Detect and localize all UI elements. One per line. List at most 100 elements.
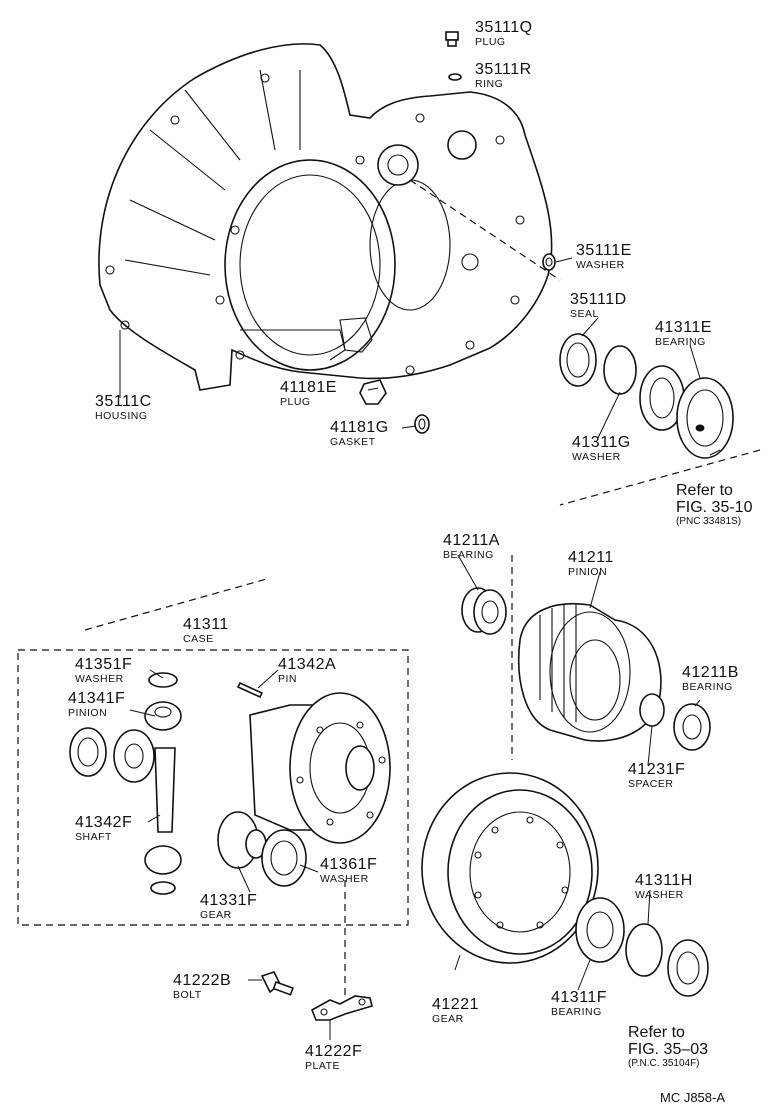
side-gear-washer-drawing [69,727,155,783]
part-number: 41342F [75,814,133,831]
part-name: BEARING [551,1006,602,1018]
part-name: WASHER [576,259,625,271]
part-name: BEARING [682,681,733,693]
lower-pinion-drawing [144,845,182,895]
part-number: 41361F [320,856,378,873]
bearing-41311E-drawing [639,365,734,459]
part-name: BEARING [443,549,494,561]
part-number: 41222B [173,972,232,989]
part-name: SPACER [628,778,674,790]
callout-41342F: 41342F SHAFT [75,815,132,843]
part-name: RING [475,78,504,90]
bearing-41211B-drawing [673,703,711,751]
bearing-41211A-drawing [461,587,507,635]
ring-35111R-drawing [448,73,462,81]
part-number: 35111D [570,291,627,308]
part-name: BEARING [655,336,706,348]
part-number: 41311F [551,989,608,1006]
bolt-41222B-drawing [260,971,294,996]
reference-note-fig-35-10: Refer to FIG. 35-10 (PNC 33481S) [676,482,753,527]
differential-case-drawing [249,692,391,844]
washer-41351F-drawing [148,672,178,688]
part-name: SEAL [570,308,599,320]
callout-41181E: 41181E PLUG [280,380,337,408]
callout-41311G: 41311G WASHER [572,435,631,463]
part-name: WASHER [320,873,369,885]
seal-35111D-drawing [559,333,597,387]
plate-41222F-drawing [310,995,373,1021]
figure-code: MC J858-A [660,1090,726,1105]
part-name: PLATE [305,1060,340,1072]
part-number: 41351F [75,656,133,673]
part-name: PINION [568,566,608,578]
callout-35111E: 35111E WASHER [576,243,632,271]
part-number: 41222F [305,1043,363,1060]
part-name: BOLT [173,989,202,1001]
callout-41341F: 41341F PINION [68,691,125,719]
part-name: PLUG [280,396,311,408]
part-number: 41211B [682,664,739,681]
part-name: PIN [278,673,298,685]
part-number: 41211A [443,532,500,549]
plug-35111Q-drawing [445,31,459,47]
pinion-41211-drawing [517,603,662,742]
part-name: PINION [68,707,108,719]
callout-41211A: 41211A BEARING [443,533,500,561]
plug-41181E-drawing [359,379,387,405]
washer-41311H-drawing [625,923,663,977]
callout-41311F: 41311F BEARING [551,990,607,1018]
callout-41181G: 41181G GASKET [330,420,389,448]
callout-41331F: 41331F GEAR [200,893,257,921]
part-number: 35111C [95,393,152,410]
part-number: 41311 [183,616,229,633]
part-number: 41311H [635,872,693,889]
gasket-41181G-drawing [414,414,430,434]
ring-gear-41221-drawing [421,772,599,964]
part-number: 41331F [200,892,258,909]
pin-41342A-drawing [236,681,264,699]
part-number: 41311E [655,319,712,336]
part-number: 35111E [576,242,632,259]
callout-41211B: 41211B BEARING [682,665,739,693]
callout-41342A: 41342A PIN [278,657,336,685]
part-name: HOUSING [95,410,148,422]
part-number: 41181E [280,379,337,396]
callout-35111Q: 35111Q PLUG [475,20,533,48]
part-number: 41181G [330,419,389,436]
case-group-outline [17,649,409,926]
part-number: 41221 [432,996,479,1013]
part-number: 41342A [278,656,337,673]
callout-41311E: 41311E BEARING [655,320,712,348]
callout-35111C: 35111C HOUSING [95,394,152,422]
part-name: WASHER [75,673,124,685]
part-name: SHAFT [75,831,112,843]
part-name: PLUG [475,36,506,48]
callout-41221: 41221 GEAR [432,997,479,1025]
part-name: GEAR [200,909,232,921]
callout-41351F: 41351F WASHER [75,657,132,685]
shaft-41342F-drawing [154,747,176,833]
washer-35111E-drawing [542,253,556,271]
part-name: GEAR [432,1013,464,1025]
callout-41311H: 41311H WASHER [635,873,693,901]
callout-35111D: 35111D SEAL [570,292,627,320]
housing-drawing [98,43,553,391]
callout-41311: 41311 CASE [183,617,229,645]
gear-41331F-drawing [217,811,267,869]
callout-41222F: 41222F PLATE [305,1044,362,1072]
part-number: 41341F [68,690,126,707]
part-number: 41211 [568,549,614,566]
part-number: 41311G [572,434,631,451]
bearing-race-drawing [667,939,709,997]
reference-note-fig-35-03: Refer to FIG. 35–03 (P.N.C. 35104F) [628,1024,709,1069]
washer-41311G-drawing [603,345,637,395]
callout-41231F: 41231F SPACER [628,762,685,790]
part-number: 41231F [628,761,686,778]
part-name: WASHER [572,451,621,463]
callout-35111R: 35111R RING [475,62,532,90]
part-name: WASHER [635,889,684,901]
washer-41361F-drawing [261,829,307,887]
callout-41211: 41211 PINION [568,550,614,578]
part-name: GASKET [330,436,376,448]
